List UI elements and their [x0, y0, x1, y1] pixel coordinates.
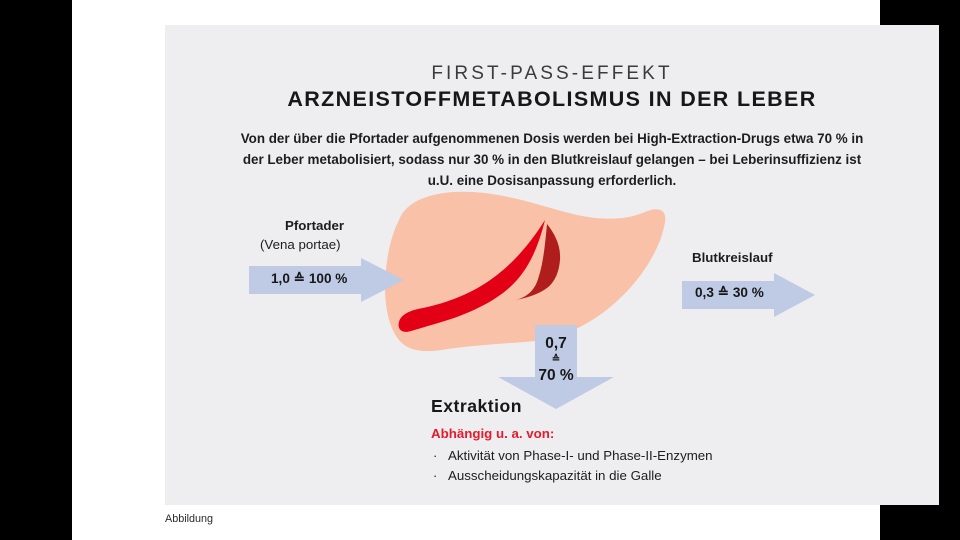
extraction-value-top: 0,7: [545, 335, 567, 352]
liver-illustration: [369, 190, 669, 370]
blood-label: Blutkreislauf: [692, 250, 773, 265]
blood-arrow-icon: [682, 273, 815, 322]
figure-panel: FIRST-PASS-EFFEKT ARZNEISTOFFMETABOLISMU…: [165, 25, 939, 505]
portal-label-primary: Pfortader: [285, 218, 345, 233]
extraction-equals-symbol: ≙: [551, 354, 561, 365]
bullet-icon: ·: [433, 448, 438, 463]
page-title: ARZNEISTOFFMETABOLISMUS IN DER LEBER: [287, 87, 817, 111]
blood-value-label: 0,3 ≙ 30 %: [695, 285, 764, 300]
page-canvas: FIRST-PASS-EFFEKT ARZNEISTOFFMETABOLISMU…: [72, 0, 939, 540]
figure-caption: Abbildung: [165, 513, 214, 525]
list-item-label: Ausscheidungskapazität in die Galle: [448, 468, 662, 483]
extraction-heading: Extraktion: [431, 396, 523, 416]
list-item: · Aktivität von Phase-I- und Phase-II-En…: [431, 446, 851, 466]
vessel-notch-dark: [515, 224, 561, 300]
portal-value-label: 1,0 ≙ 100 %: [271, 271, 348, 286]
portal-arrow-icon: [249, 258, 404, 307]
extraction-value-stack: 0,7 ≙ 70 %: [498, 334, 614, 385]
extraction-factor-list: · Aktivität von Phase-I- und Phase-II-En…: [431, 446, 851, 486]
list-item: · Ausscheidungskapazität in die Galle: [431, 466, 851, 486]
portal-label-secondary: (Vena portae): [260, 237, 341, 252]
portal-vein-shape: [398, 220, 545, 332]
extraction-subheading: Abhängig u. a. von:: [431, 426, 555, 441]
extraction-value-bottom: 70 %: [538, 367, 574, 384]
eyebrow-heading: FIRST-PASS-EFFEKT: [431, 63, 673, 84]
list-item-label: Aktivität von Phase-I- und Phase-II-Enzy…: [448, 448, 713, 463]
bullet-icon: ·: [433, 468, 438, 483]
extraction-arrow-icon: [498, 325, 614, 414]
intro-paragraph: Von der über die Pfortader aufgenommenen…: [240, 131, 864, 188]
extraction-text-block: Extraktion Abhängig u. a. von: · Aktivit…: [431, 396, 851, 486]
